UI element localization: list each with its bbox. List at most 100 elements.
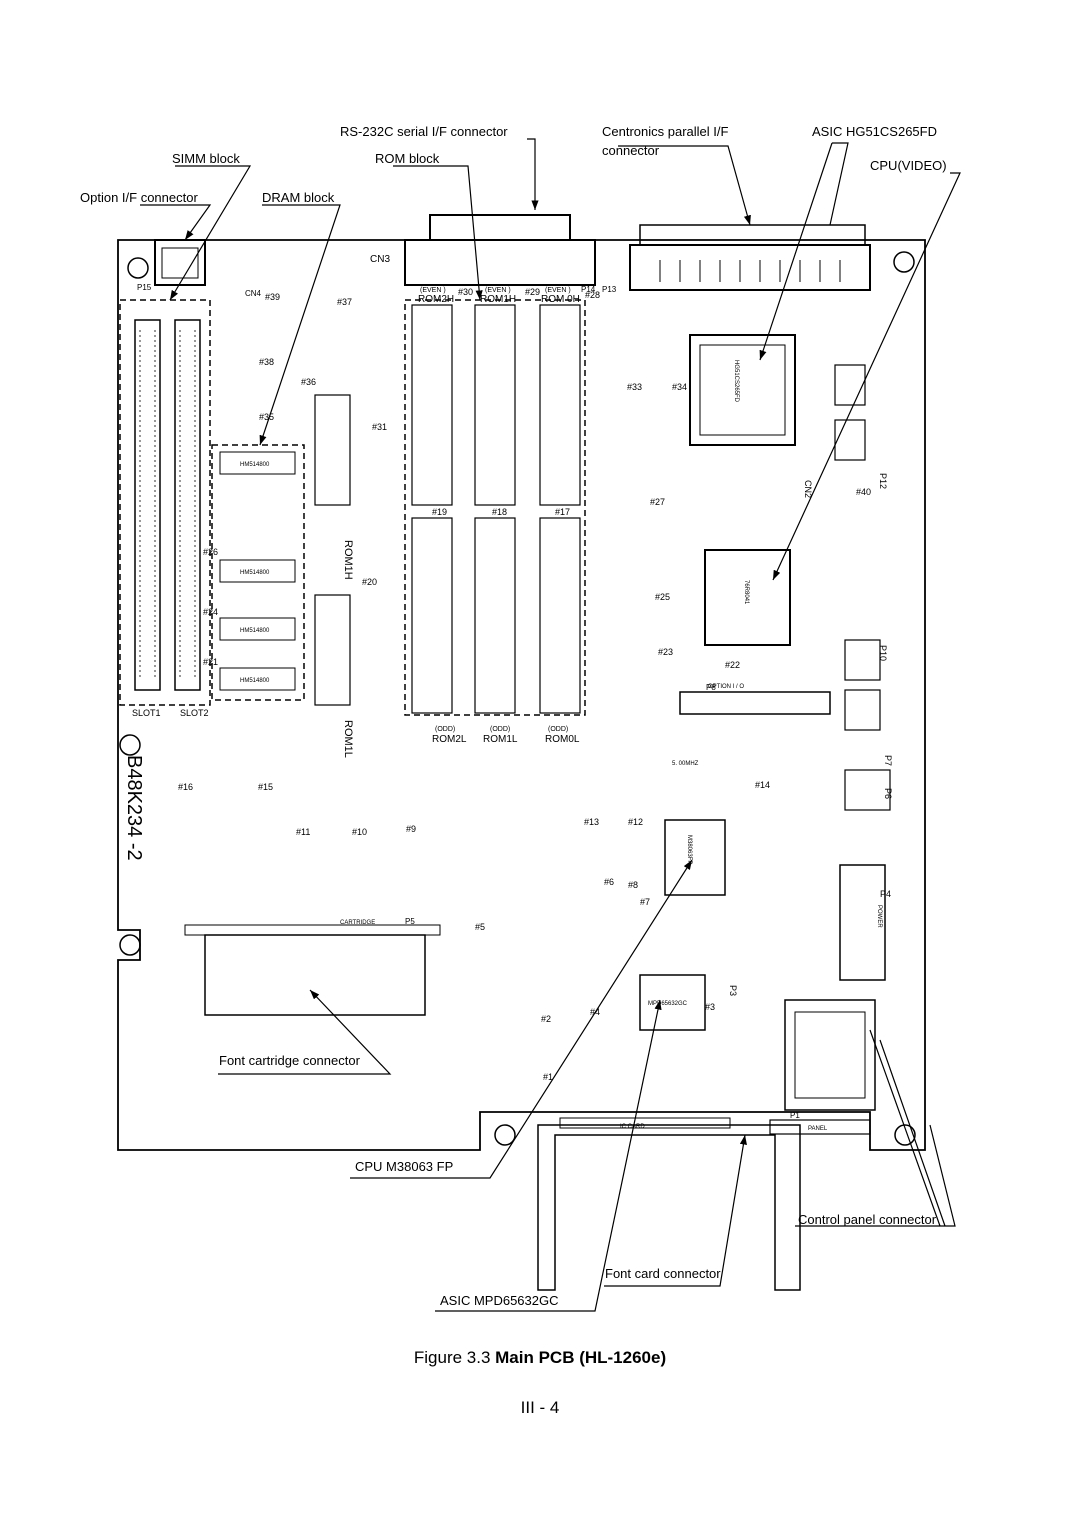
simm-pins xyxy=(139,330,196,680)
option-io-label: OPTION I / O xyxy=(708,684,744,690)
svg-text:#39: #39 xyxy=(265,292,280,302)
transformer xyxy=(784,999,876,1111)
dram-chip-label: HM514800 xyxy=(240,678,270,684)
dram-chip-label: HM514800 xyxy=(240,462,270,468)
mpd-label: MPD65632GC xyxy=(648,1001,688,1007)
board-outline xyxy=(117,239,926,1151)
svg-text:#3: #3 xyxy=(705,1002,715,1012)
mount-hole xyxy=(893,251,915,273)
p14-label: P14 xyxy=(581,285,596,294)
p4-label: P4 xyxy=(880,889,891,899)
ic-card-label: IC CARD xyxy=(620,1124,645,1130)
svg-text:#14: #14 xyxy=(755,780,770,790)
svg-text:#29: #29 xyxy=(525,287,540,297)
svg-text:#38: #38 xyxy=(259,357,274,367)
svg-text:#27: #27 xyxy=(650,497,665,507)
dram-chips xyxy=(219,451,296,691)
cpu-m38063-callout: CPU M38063 FP xyxy=(355,1159,454,1174)
figure-caption: Figure 3.3 Main PCB (HL-1260e) xyxy=(0,1348,1080,1368)
control-panel-callout: Control panel connector xyxy=(798,1212,937,1227)
dram-chip-label: HM514800 xyxy=(240,628,270,634)
svg-text:#22: #22 xyxy=(725,660,740,670)
mount-hole xyxy=(894,1124,916,1146)
svg-text:#26: #26 xyxy=(203,547,218,557)
option-if-connector xyxy=(154,239,206,286)
simm-slot-1 xyxy=(134,319,161,691)
even-label: (EVEN ) xyxy=(545,287,571,294)
cartridge-label: CARTRIDGE xyxy=(340,920,375,926)
asic-mpd-callout: ASIC MPD65632GC xyxy=(440,1293,559,1308)
font-cartridge-callout: Font cartridge connector xyxy=(219,1053,360,1068)
p3-label: P3 xyxy=(728,985,738,996)
svg-text:#25: #25 xyxy=(655,592,670,602)
svg-text:#21: #21 xyxy=(203,657,218,667)
svg-text:#30: #30 xyxy=(458,287,473,297)
ic-card-connector xyxy=(559,1117,731,1129)
svg-text:#16: #16 xyxy=(178,782,193,792)
power-label: POWER xyxy=(876,905,882,928)
part-number: B48K234 -2 xyxy=(123,755,145,861)
cpu-m38063-chip xyxy=(664,819,726,896)
figure-caption-prefix: Figure 3.3 xyxy=(413,1348,496,1367)
p15-label: P15 xyxy=(137,283,152,292)
odd-label: (ODD) xyxy=(435,726,455,733)
p10-label: P10 xyxy=(878,645,888,661)
asic-hg51-callout: ASIC HG51CS265FD xyxy=(812,124,937,139)
cpu-video-callout: CPU(VIDEO) xyxy=(870,158,947,173)
svg-text:#33: #33 xyxy=(627,382,642,392)
svg-text:#24: #24 xyxy=(203,607,218,617)
cn2-label: CN2 xyxy=(803,480,813,498)
centronics-callout-line2: connector xyxy=(602,143,660,158)
cn4-label: CN4 xyxy=(245,289,262,298)
even-label: (EVEN ) xyxy=(420,287,446,294)
svg-text:#11: #11 xyxy=(296,827,310,837)
svg-text:#31: #31 xyxy=(372,422,387,432)
svg-text:#28: #28 xyxy=(585,290,600,300)
page-number: III - 4 xyxy=(520,1398,560,1417)
p7-label: P7 xyxy=(883,755,893,766)
svg-text:#36: #36 xyxy=(301,377,316,387)
svg-text:#5: #5 xyxy=(475,922,485,932)
p8-label: P8 xyxy=(706,683,716,692)
panel-label: PANEL xyxy=(808,1126,828,1132)
marker-labels: #37 #38 #39 #36 #35 #34 #33 #31 #30 #29 … xyxy=(178,287,871,1082)
asic-mpd-chip xyxy=(639,974,706,1031)
mount-hole xyxy=(494,1124,516,1146)
svg-text:#40: #40 xyxy=(856,487,871,497)
cn3-label: CN3 xyxy=(370,254,390,265)
mount-hole xyxy=(119,734,141,756)
p12-label: P12 xyxy=(878,473,888,489)
p1-label: P1 xyxy=(790,1111,800,1120)
simm-slot-2 xyxy=(174,319,201,691)
figure-caption-title: Main PCB (HL-1260e) xyxy=(495,1348,667,1367)
rom-chip xyxy=(314,394,351,506)
svg-text:#12: #12 xyxy=(628,817,643,827)
svg-text:#35: #35 xyxy=(259,412,274,422)
svg-text:#20: #20 xyxy=(362,577,377,587)
rom0l-label: ROM0L xyxy=(545,734,580,745)
svg-text:#13: #13 xyxy=(584,817,599,827)
p6-label: P6 xyxy=(883,788,893,799)
p13-label: P13 xyxy=(602,285,617,294)
rom1h-side-label: ROM1H xyxy=(342,540,354,580)
mount-hole xyxy=(119,934,141,956)
option-io-connector xyxy=(679,691,831,715)
svg-text:#1: #1 xyxy=(543,1072,553,1082)
rom1l-label: ROM1L xyxy=(483,734,518,745)
svg-text:#2: #2 xyxy=(541,1014,551,1024)
asic-hg51-chip xyxy=(689,334,796,446)
dram-callout: DRAM block xyxy=(262,190,335,205)
simm-callout: SIMM block xyxy=(172,151,240,166)
callout-leaders xyxy=(140,138,961,1312)
m38063-label: M38063FP xyxy=(686,835,692,864)
even-label: (EVEN ) xyxy=(485,287,511,294)
rom-sockets xyxy=(411,304,581,714)
slot2-label: SLOT2 xyxy=(180,708,209,718)
dram-chip-label: HM514800 xyxy=(240,570,270,576)
svg-text:#10: #10 xyxy=(352,827,367,837)
power-connector xyxy=(839,864,886,981)
slot1-label: SLOT1 xyxy=(132,708,161,718)
rom2h-label: ROM2H xyxy=(418,294,454,305)
rom2l-label: ROM2L xyxy=(432,734,467,745)
